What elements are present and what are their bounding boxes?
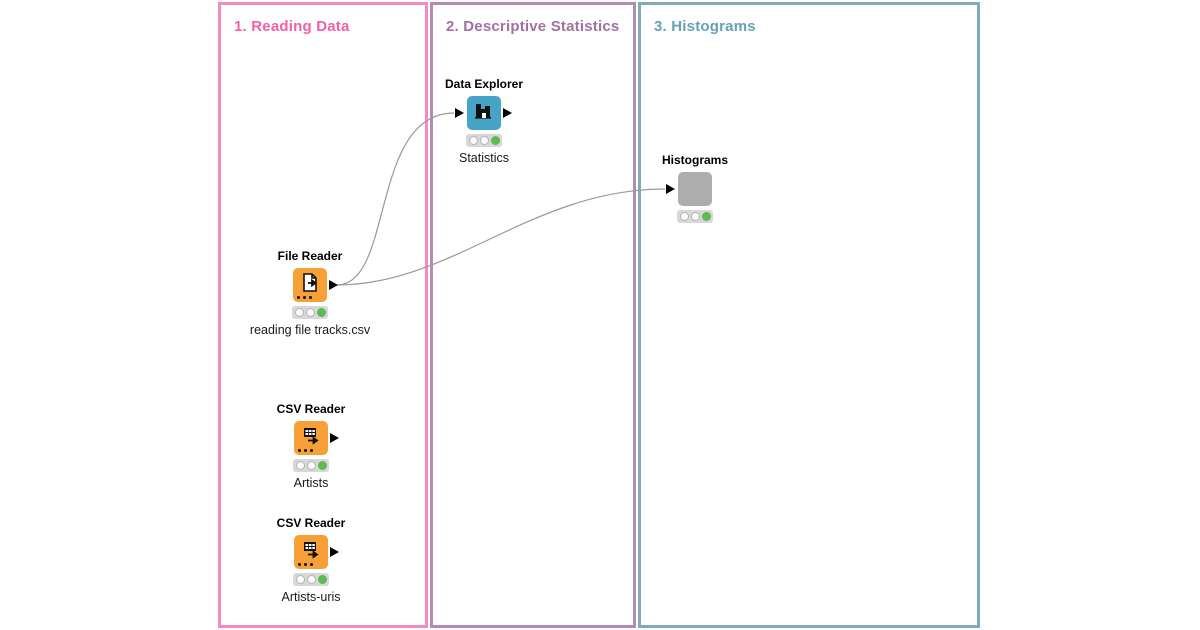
node-annotation: Artists-uris bbox=[281, 590, 341, 604]
annotation-descriptive-statistics[interactable]: 2. Descriptive Statistics bbox=[430, 2, 636, 628]
node-body[interactable] bbox=[294, 421, 339, 455]
input-port[interactable] bbox=[455, 108, 464, 118]
status-dot-yellow bbox=[479, 136, 489, 145]
status-dot-yellow bbox=[306, 461, 316, 470]
annotation-title: 2. Descriptive Statistics bbox=[446, 18, 620, 35]
table-export-icon bbox=[304, 428, 319, 445]
status-dot-yellow bbox=[305, 308, 315, 317]
node-title: Histograms bbox=[661, 153, 729, 167]
status-dot-green bbox=[317, 575, 327, 584]
node-title: File Reader bbox=[277, 249, 343, 263]
status-dot-green bbox=[490, 136, 500, 145]
node-title: CSV Reader bbox=[276, 402, 346, 416]
status-dot-green bbox=[317, 461, 327, 470]
traffic-light bbox=[293, 573, 329, 586]
traffic-light bbox=[466, 134, 502, 147]
annotation-histograms[interactable]: 3. Histograms bbox=[638, 2, 980, 628]
node-title: CSV Reader bbox=[276, 516, 346, 530]
status-dot-red bbox=[679, 212, 689, 221]
node-csv-reader-artists-uris[interactable]: CSV Reader Artists-uris bbox=[277, 516, 346, 604]
input-port[interactable] bbox=[666, 184, 675, 194]
node-body[interactable] bbox=[294, 535, 339, 569]
status-dot-red bbox=[295, 575, 305, 584]
output-port[interactable] bbox=[330, 433, 339, 443]
node-body[interactable] bbox=[666, 172, 712, 206]
output-port[interactable] bbox=[503, 108, 512, 118]
annotation-title: 3. Histograms bbox=[654, 18, 756, 35]
status-dot-yellow bbox=[690, 212, 700, 221]
status-dot-red bbox=[295, 461, 305, 470]
node-body[interactable] bbox=[293, 268, 338, 302]
status-dot-green bbox=[701, 212, 711, 221]
dynamic-port-dots bbox=[298, 563, 313, 566]
status-dot-red bbox=[294, 308, 304, 317]
dynamic-port-dots bbox=[297, 296, 312, 299]
output-port[interactable] bbox=[330, 547, 339, 557]
histogram-icon bbox=[475, 104, 491, 119]
node-file-reader[interactable]: File Reader reading file tracks.csv bbox=[250, 249, 370, 337]
node-annotation: reading file tracks.csv bbox=[249, 323, 371, 337]
traffic-light bbox=[292, 306, 328, 319]
status-dot-red bbox=[468, 136, 478, 145]
annotation-title: 1. Reading Data bbox=[234, 18, 350, 35]
node-annotation: Statistics bbox=[458, 151, 510, 165]
dynamic-port-dots bbox=[298, 449, 313, 452]
node-annotation: Artists bbox=[293, 476, 329, 490]
node-data-explorer[interactable]: Data Explorer Statistics bbox=[445, 77, 523, 165]
status-dot-yellow bbox=[306, 575, 316, 584]
node-body[interactable] bbox=[455, 96, 512, 130]
node-title: Data Explorer bbox=[444, 77, 524, 91]
traffic-light bbox=[293, 459, 329, 472]
node-histograms[interactable]: Histograms bbox=[662, 153, 728, 223]
status-dot-green bbox=[316, 308, 326, 317]
table-export-icon bbox=[304, 542, 319, 559]
node-csv-reader-artists[interactable]: CSV Reader Artists bbox=[277, 402, 346, 490]
output-port[interactable] bbox=[329, 280, 338, 290]
file-export-icon bbox=[303, 273, 318, 292]
traffic-light bbox=[677, 210, 713, 223]
